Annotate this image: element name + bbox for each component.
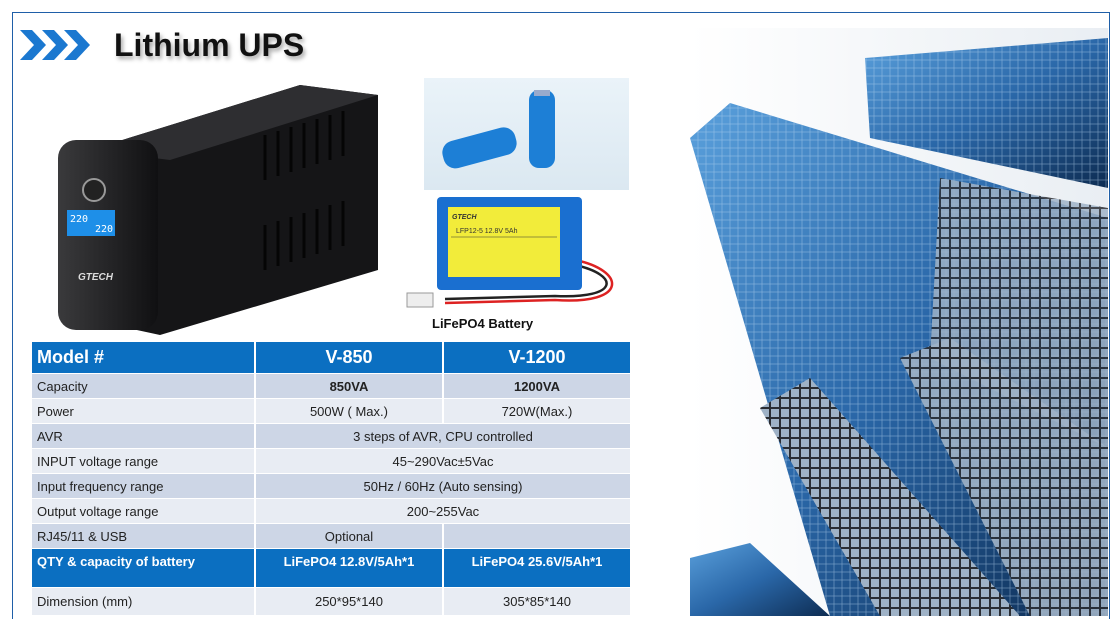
header-model: Model #	[32, 342, 254, 373]
slide-frame	[12, 12, 1110, 619]
row-label: Power	[32, 399, 254, 423]
svg-text:220: 220	[95, 224, 113, 235]
cell	[443, 524, 630, 548]
cell: 1200VA	[443, 374, 630, 398]
cell: 250*95*140	[255, 588, 442, 615]
svg-text:220: 220	[70, 214, 88, 225]
ups-product-image: 220 220 GTECH	[58, 85, 378, 335]
battery-caption: LiFePO4 Battery	[432, 316, 534, 331]
battery-cells-image	[424, 78, 629, 190]
chevrons-icon	[20, 30, 90, 60]
cell: 720W(Max.)	[443, 399, 630, 423]
row-label: Capacity	[32, 374, 254, 398]
row-label: Input frequency range	[32, 474, 254, 498]
cell: 50Hz / 60Hz (Auto sensing)	[255, 474, 630, 498]
brand-logo: GTECH	[78, 272, 114, 283]
cell: 200~255Vac	[255, 499, 630, 523]
cell: LiFePO4 25.6V/5Ah*1	[443, 549, 630, 587]
cell: 45~290Vac±5Vac	[255, 449, 630, 473]
row-label: INPUT voltage range	[32, 449, 254, 473]
cell: 3 steps of AVR, CPU controlled	[255, 424, 630, 448]
table-header: Model # V-850 V-1200	[32, 342, 630, 373]
header-v1200: V-1200	[443, 342, 630, 373]
cell: 850VA	[255, 374, 442, 398]
row-label: RJ45/11 & USB	[32, 524, 254, 548]
row-label: QTY & capacity of battery	[32, 549, 254, 587]
page-title: Lithium UPS	[114, 27, 305, 63]
svg-text:GTECH: GTECH	[452, 214, 477, 221]
cell: 305*85*140	[443, 588, 630, 615]
cell: LiFePO4 12.8V/5Ah*1	[255, 549, 442, 587]
battery-pack-image: GTECH LFP12-5 12.8V 5Ah	[406, 197, 614, 308]
row-label: Dimension (mm)	[32, 588, 254, 615]
cell: Optional	[255, 524, 442, 548]
cell: 500W ( Max.)	[255, 399, 442, 423]
power-button-icon	[82, 178, 106, 202]
skyscraper-image	[690, 28, 1108, 616]
row-label: AVR	[32, 424, 254, 448]
header-v850: V-850	[255, 342, 442, 373]
row-label: Output voltage range	[32, 499, 254, 523]
lcd-display	[67, 210, 115, 236]
svg-text:LFP12-5 12.8V 5Ah: LFP12-5 12.8V 5Ah	[456, 228, 518, 235]
